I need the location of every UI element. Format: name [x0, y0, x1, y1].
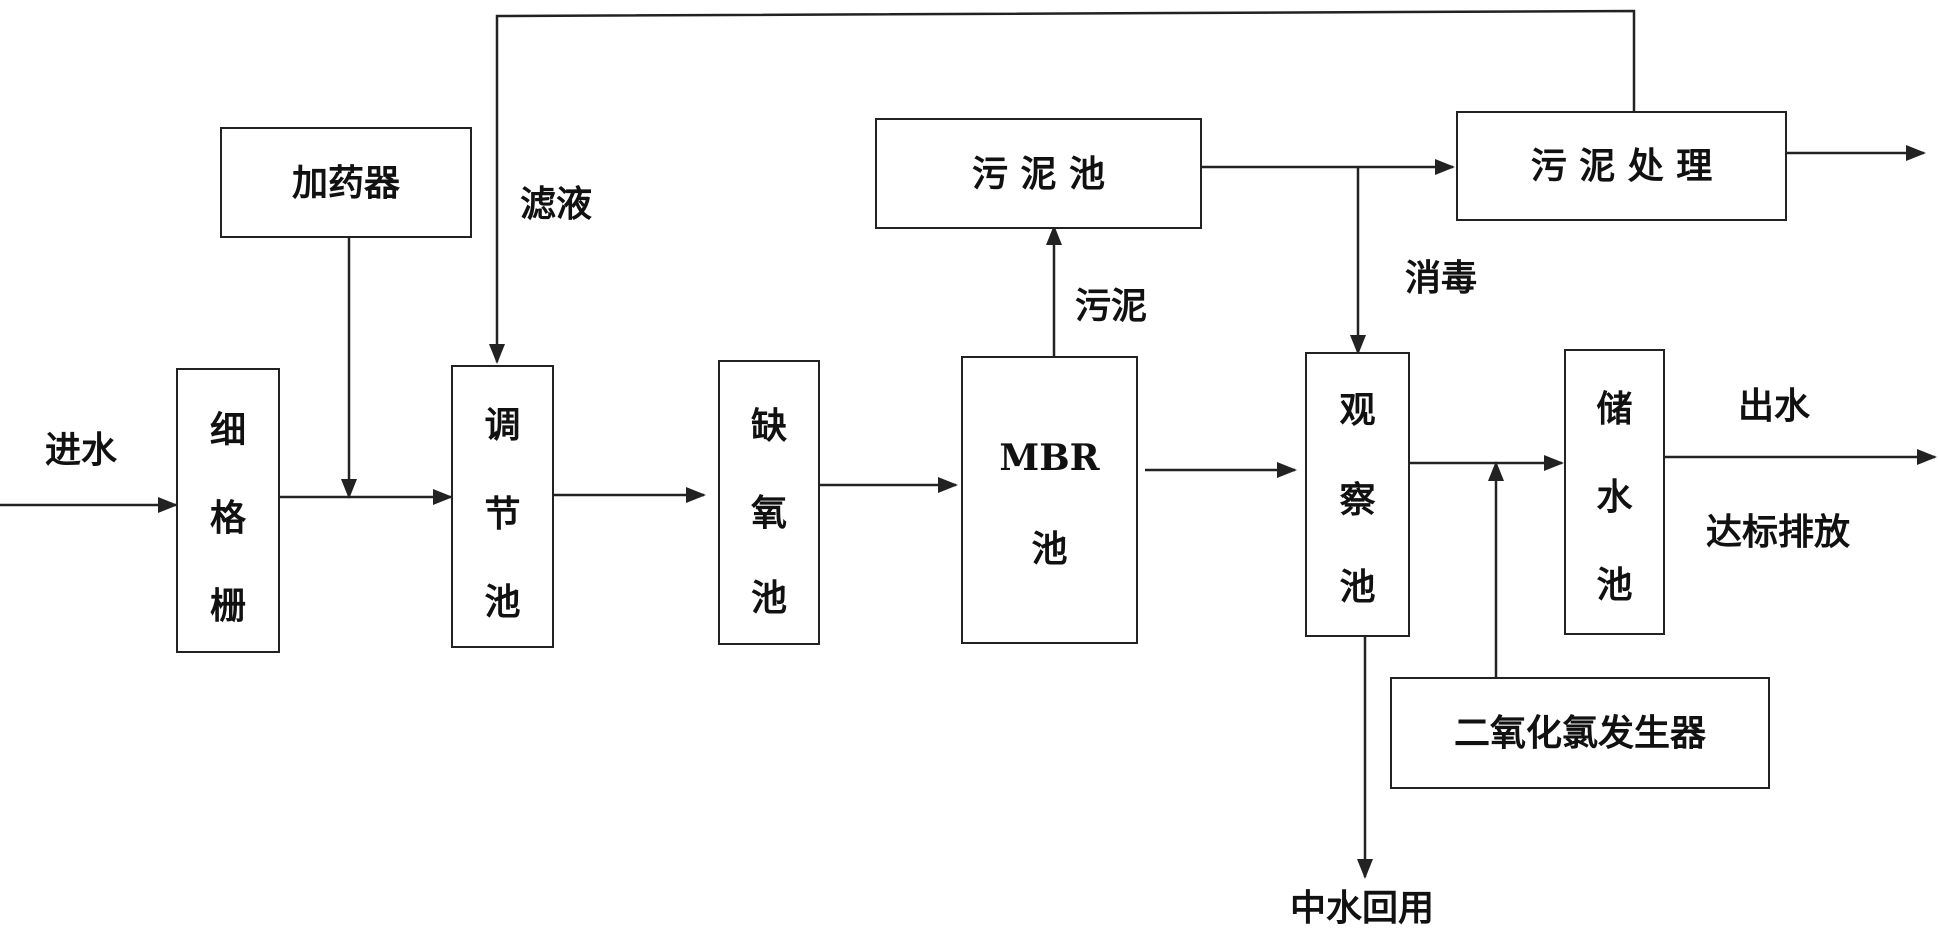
fine-screen-char-2: 格 [209, 497, 246, 539]
storage-tank-box: 储 水 池 [1564, 349, 1665, 635]
fine-screen-box: 细 格 栅 [176, 368, 280, 653]
storage-tank-char-3: 池 [1596, 564, 1633, 606]
observation-tank-char-1: 观 [1339, 389, 1376, 431]
regulating-tank-box: 调 节 池 [451, 365, 554, 648]
dosing-label: 加药器 [291, 161, 400, 204]
outflow-label: 出水 [1738, 385, 1811, 427]
mbr-tank-box: MBR 池 [961, 356, 1138, 644]
regulating-tank-char-1: 调 [484, 404, 521, 446]
sludge-tank-box: 污 泥 池 [875, 118, 1202, 229]
inflow-label: 进水 [45, 429, 118, 471]
observation-tank-char-2: 察 [1339, 479, 1376, 521]
fine-screen-char-1: 细 [209, 409, 246, 451]
sludge-treatment-label: 污 泥 处 理 [1530, 145, 1713, 187]
fine-screen-char-3: 栅 [209, 585, 246, 627]
sludge-label: 污泥 [1075, 285, 1148, 327]
mbr-tank-char: 池 [1031, 528, 1068, 570]
anoxic-tank-box: 缺 氧 池 [718, 360, 820, 645]
sludge-tank-label: 污 泥 池 [971, 152, 1106, 195]
reuse-label: 中水回用 [1290, 887, 1435, 929]
chlorine-generator-label: 二氧化氯发生器 [1453, 712, 1706, 754]
observation-tank-box: 观 察 池 [1305, 352, 1410, 637]
filtrate-label: 滤液 [520, 183, 593, 225]
discharge-label: 达标排放 [1706, 511, 1851, 553]
dosing-box: 加药器 [220, 127, 472, 238]
observation-tank-char-3: 池 [1339, 566, 1376, 608]
regulating-tank-char-3: 池 [484, 581, 521, 623]
disinfection-label: 消毒 [1405, 257, 1478, 299]
storage-tank-char-2: 水 [1596, 476, 1633, 518]
storage-tank-char-1: 储 [1596, 388, 1633, 430]
chlorine-generator-box: 二氧化氯发生器 [1390, 677, 1770, 789]
anoxic-tank-char-1: 缺 [750, 405, 787, 447]
sludge-treatment-box: 污 泥 处 理 [1456, 111, 1787, 221]
arrow-filtrate-return [489, 9, 1636, 364]
mbr-tank-text: MBR [999, 437, 1100, 479]
anoxic-tank-char-2: 氧 [750, 492, 787, 534]
anoxic-tank-char-3: 池 [750, 577, 787, 619]
regulating-tank-char-2: 节 [484, 493, 521, 535]
